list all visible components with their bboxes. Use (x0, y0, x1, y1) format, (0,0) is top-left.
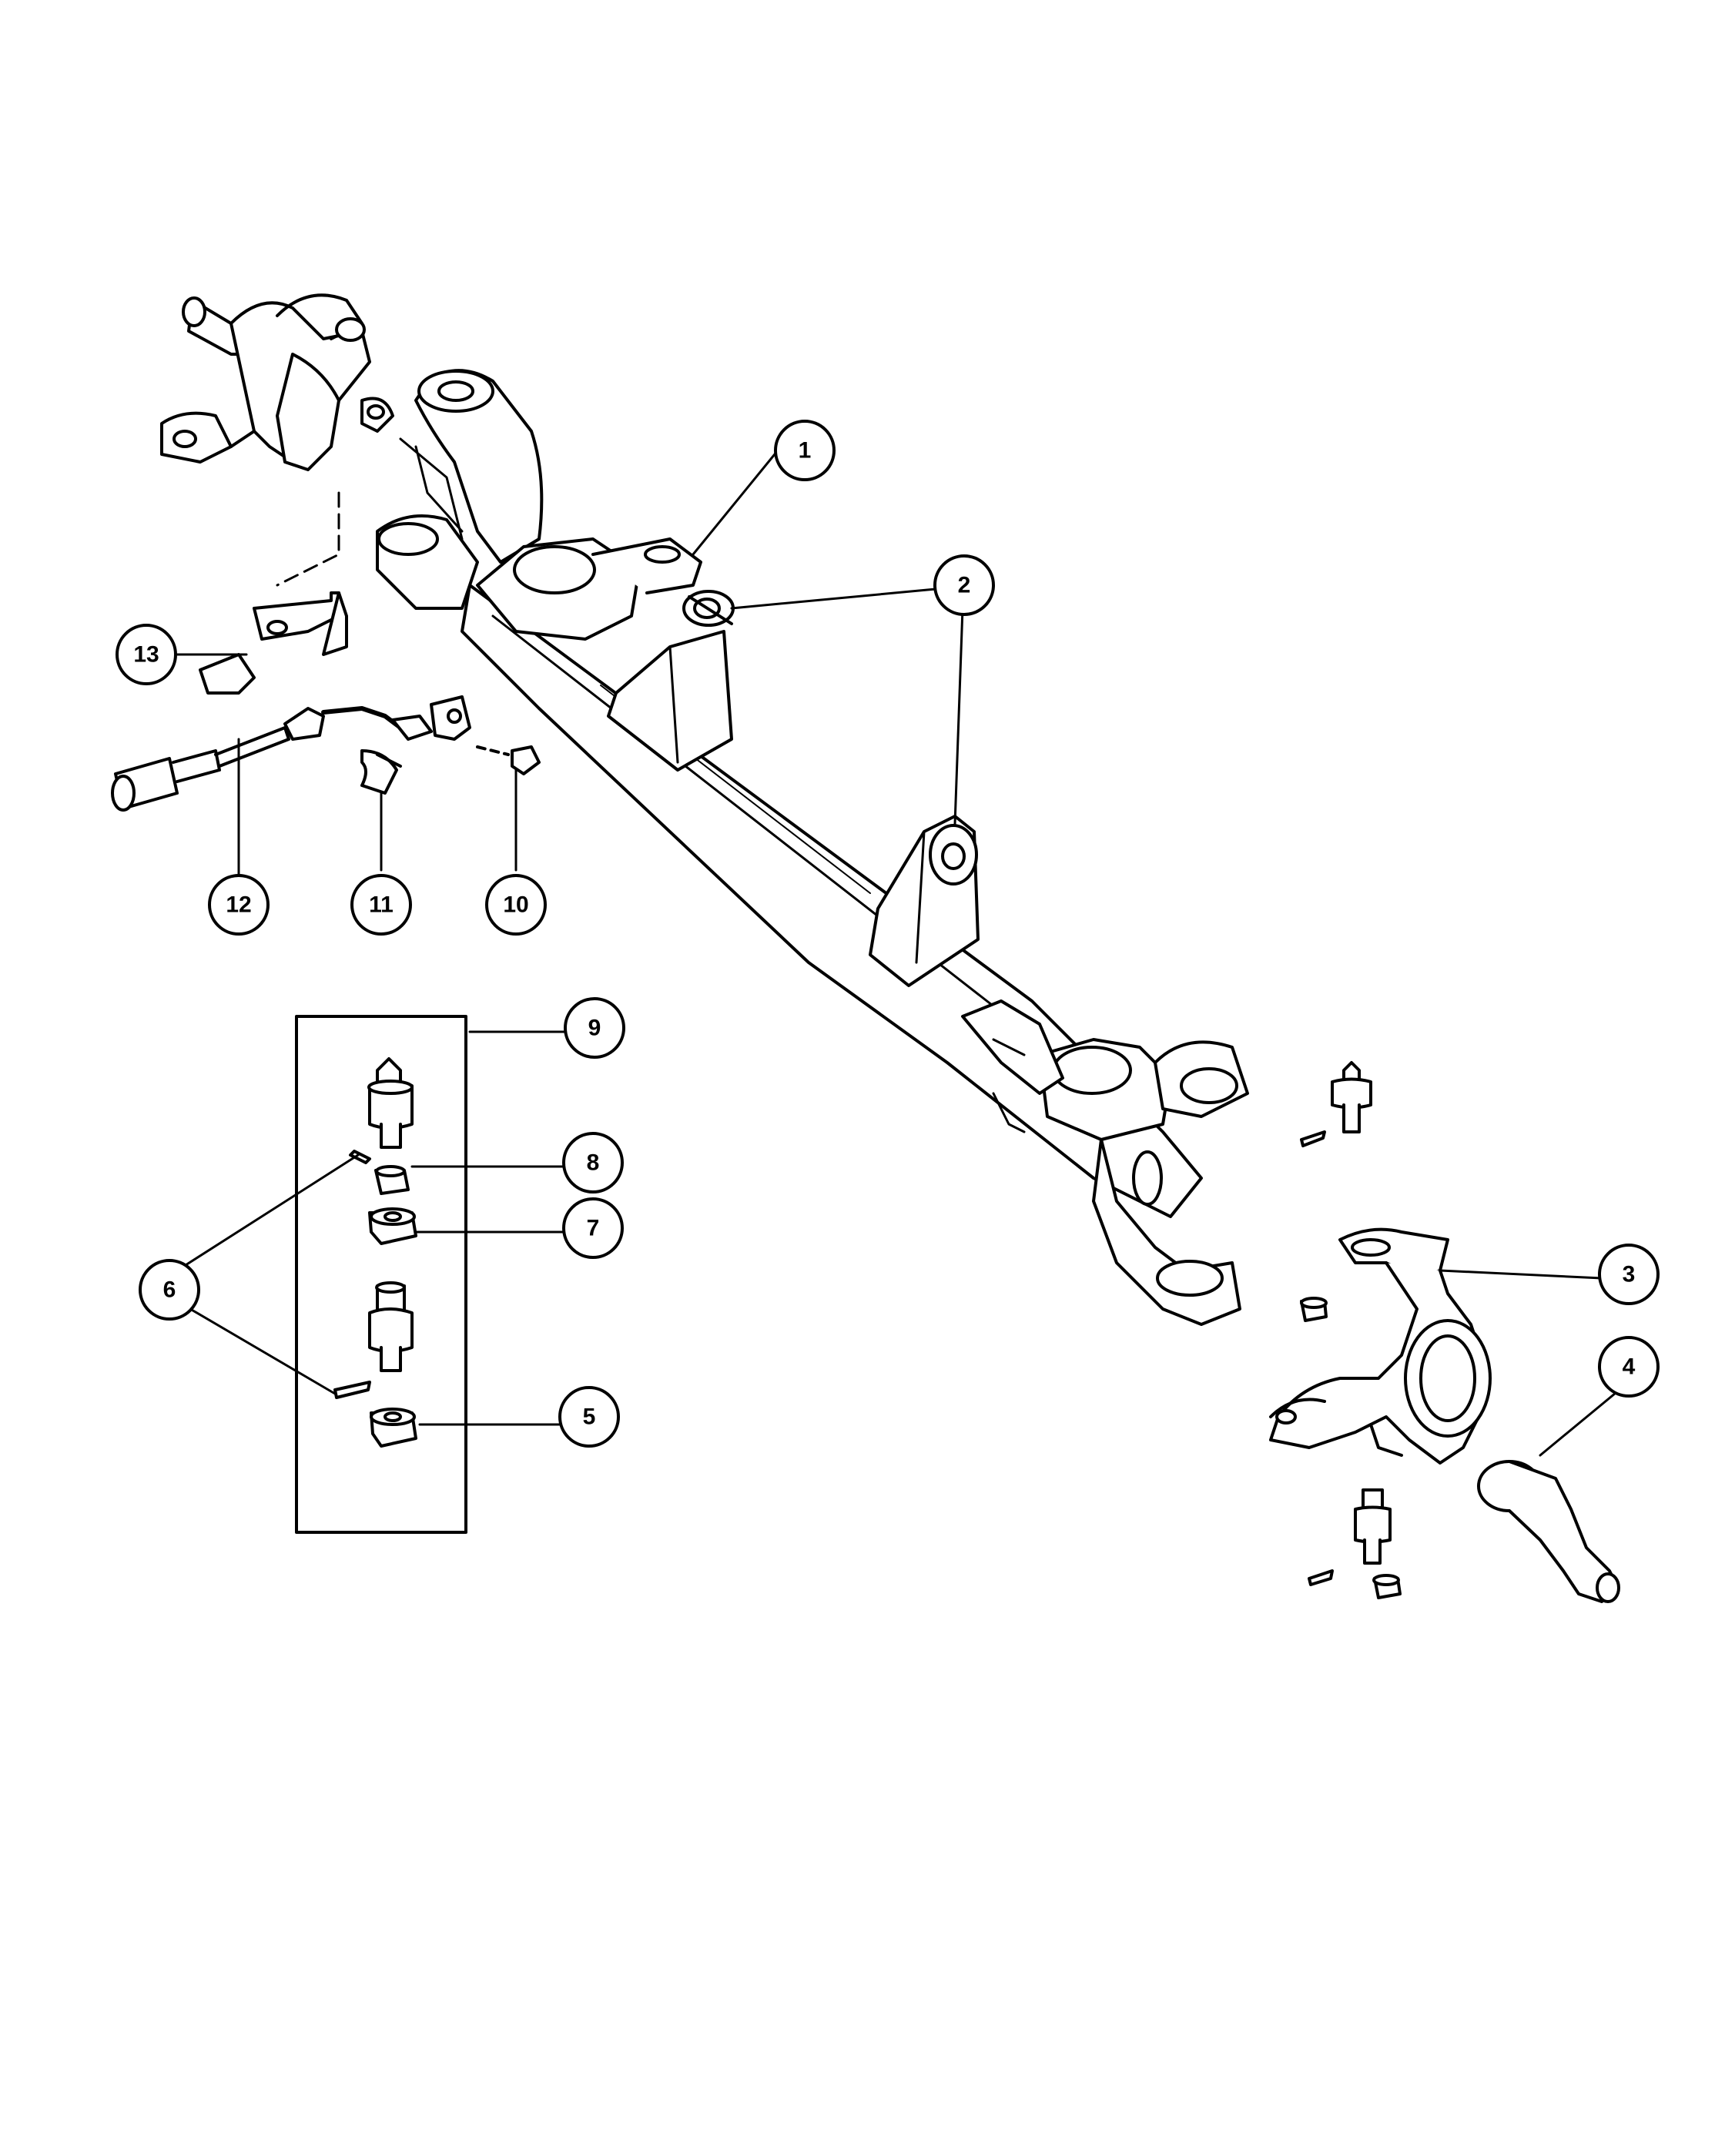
callout-7: 7 (562, 1197, 624, 1259)
callout-11: 11 (350, 874, 412, 936)
callout-4-label: 4 (1623, 1354, 1636, 1380)
callout-11-label: 11 (369, 892, 394, 918)
abs-sensor (111, 695, 471, 812)
callout-4: 4 (1598, 1336, 1660, 1398)
callout-3: 3 (1598, 1244, 1660, 1305)
right-spindle (1477, 1460, 1620, 1603)
lower-ball-joint-loose (1308, 1488, 1402, 1599)
callout-2-label: 2 (958, 573, 971, 598)
abs-sensor-bracket (199, 591, 348, 695)
callout-10-label: 10 (503, 892, 528, 918)
leader-lines (176, 449, 1630, 1457)
leader-line (276, 491, 340, 587)
callout-13: 13 (116, 624, 177, 685)
callout-13-label: 13 (133, 642, 159, 668)
callout-9: 9 (564, 997, 625, 1059)
callout-7-label: 7 (587, 1216, 600, 1241)
upper-ball-joint-loose (1300, 1061, 1372, 1147)
callout-8: 8 (562, 1132, 624, 1194)
ball-joint-kit-box (295, 1015, 467, 1534)
axle-beam (376, 369, 1249, 1326)
right-steering-knuckle (1269, 1227, 1492, 1465)
callout-12-label: 12 (226, 892, 251, 918)
callout-8-label: 8 (587, 1150, 600, 1176)
callout-10: 10 (485, 874, 547, 936)
callout-5: 5 (558, 1386, 620, 1448)
abs-sensor-nut (476, 745, 541, 775)
abs-sensor-clip (360, 749, 402, 795)
callout-3-label: 3 (1623, 1262, 1636, 1287)
callout-1-label: 1 (799, 438, 812, 464)
callout-9-label: 9 (588, 1016, 601, 1041)
callout-12: 12 (208, 874, 270, 936)
castle-nut-loose (1300, 1297, 1328, 1322)
callout-5-label: 5 (583, 1404, 596, 1430)
callout-2: 2 (933, 554, 995, 616)
left-steering-knuckle (160, 293, 394, 471)
callout-1: 1 (774, 420, 836, 481)
callout-6: 6 (139, 1259, 200, 1321)
callout-6-label: 6 (163, 1277, 176, 1303)
